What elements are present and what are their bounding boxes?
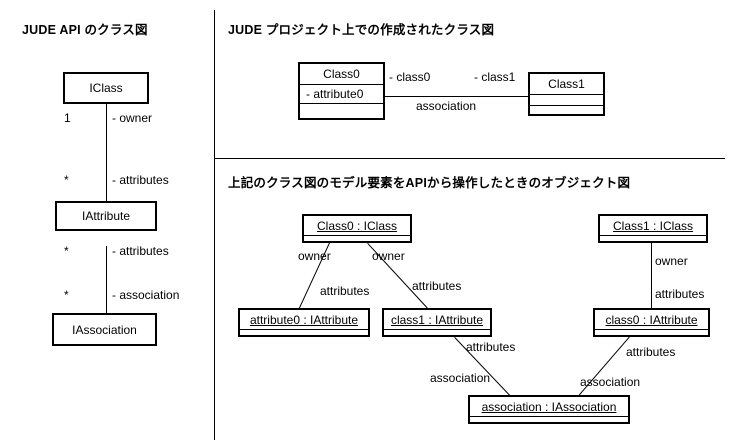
link-label-attributes-assoc-right: attributes bbox=[626, 345, 676, 359]
class-box-iassociation: IAssociation bbox=[52, 313, 157, 346]
multiplicity-attributes-1: * bbox=[64, 173, 69, 187]
object-attributes-class0-iattribute bbox=[595, 329, 708, 337]
object-box-class1-iattribute: class1 : IAttribute bbox=[382, 308, 492, 337]
link-label-owner-right: owner bbox=[655, 254, 688, 268]
section-title-api-class-diagram: JUDE API のクラス図 bbox=[22, 23, 148, 37]
section-title-object-diagram: 上記のクラス図のモデル要素をAPIから操作したときのオブジェクト図 bbox=[228, 176, 631, 190]
multiplicity-owner: 1 bbox=[64, 111, 71, 125]
object-box-class0-iattribute: class0 : IAttribute bbox=[593, 308, 710, 337]
class-name-class0: Class0 bbox=[323, 67, 360, 81]
object-attributes-class1-iattribute bbox=[384, 329, 490, 337]
link-iattribute-iassociation bbox=[106, 246, 107, 314]
object-name-class1-iattribute: class1 : IAttribute bbox=[390, 312, 484, 327]
association-name-label: association bbox=[416, 99, 477, 113]
multiplicity-association: * bbox=[64, 288, 69, 302]
class-operations-class1 bbox=[530, 105, 603, 116]
link-label-owner-left: owner bbox=[298, 249, 331, 263]
object-attributes-association-iassociation bbox=[470, 416, 628, 424]
link-label-association-left: association bbox=[430, 371, 491, 385]
section-title-project-class-diagram: JUDE プロジェクト上での作成されたクラス図 bbox=[228, 23, 495, 37]
object-attributes-attribute0-iattribute bbox=[240, 329, 368, 337]
class-box-class1: Class1 bbox=[528, 72, 605, 116]
object-name-class0-iclass: Class0 : IClass bbox=[316, 218, 398, 233]
link-label-association-right: association bbox=[580, 375, 641, 389]
class-name-class1: Class1 bbox=[548, 77, 585, 91]
object-name-association-iassociation: association : IAssociation bbox=[481, 399, 617, 414]
object-attributes-class1-iclass bbox=[600, 235, 706, 243]
object-name-attribute0-iattribute: attribute0 : IAttribute bbox=[249, 312, 359, 327]
object-box-attribute0-iattribute: attribute0 : IAttribute bbox=[238, 308, 370, 337]
role-association: - association bbox=[112, 288, 180, 302]
class-operations-class0 bbox=[300, 103, 383, 120]
object-name-class0-iattribute: class0 : IAttribute bbox=[605, 312, 698, 327]
link-label-owner-middle: owner bbox=[372, 249, 405, 263]
link-label-attributes-assoc-left: attributes bbox=[466, 340, 516, 354]
association-role-class0: - class0 bbox=[389, 70, 431, 84]
link-class1-class0 bbox=[651, 243, 652, 308]
class-attributes-class1 bbox=[530, 94, 603, 105]
association-role-class1: - class1 bbox=[474, 70, 516, 84]
class-name-iclass: IClass bbox=[89, 81, 123, 95]
divider-vertical bbox=[214, 10, 215, 440]
class-attributes-class0: - attribute0 bbox=[300, 84, 383, 103]
link-iclass-iattribute bbox=[106, 103, 107, 218]
class-name-iassociation: IAssociation bbox=[72, 322, 137, 337]
object-box-association-iassociation: association : IAssociation bbox=[468, 395, 630, 424]
object-name-class1-iclass: Class1 : IClass bbox=[612, 218, 694, 233]
object-attributes-class0-iclass bbox=[304, 235, 410, 243]
link-label-attributes-left: attributes bbox=[320, 284, 370, 298]
multiplicity-attributes-2: * bbox=[64, 244, 69, 258]
class-box-iattribute: IAttribute bbox=[55, 201, 157, 231]
role-attributes-1: - attributes bbox=[112, 173, 169, 187]
object-box-class0-iclass: Class0 : IClass bbox=[302, 214, 412, 243]
link-label-attributes-right: attributes bbox=[655, 287, 705, 301]
role-attributes-2: - attributes bbox=[112, 244, 169, 258]
role-owner: - owner bbox=[112, 111, 153, 125]
association-line-class0-class1 bbox=[385, 96, 529, 97]
class-box-class0: Class0 - attribute0 bbox=[298, 62, 385, 120]
class-box-iclass: IClass bbox=[63, 72, 149, 104]
class-name-iattribute: IAttribute bbox=[81, 209, 131, 223]
divider-horizontal bbox=[214, 158, 725, 159]
object-box-class1-iclass: Class1 : IClass bbox=[598, 214, 708, 243]
link-label-attributes-middle: attributes bbox=[412, 279, 462, 293]
